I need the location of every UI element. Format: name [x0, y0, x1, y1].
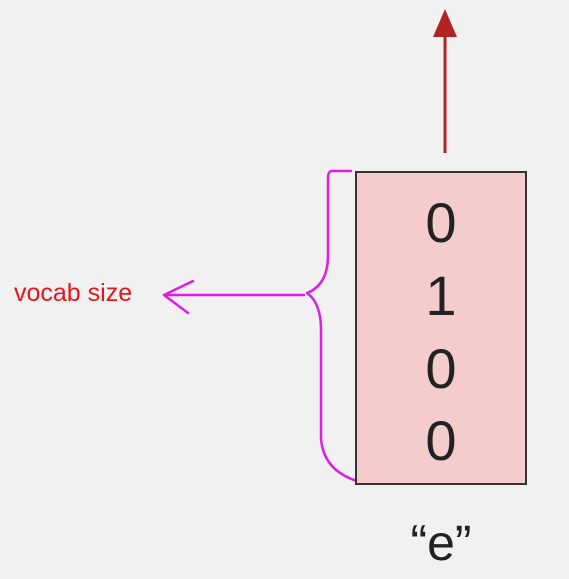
one-hot-vector: 0 1 0 0: [355, 171, 527, 485]
vocab-size-label: vocab size: [14, 279, 133, 307]
vector-cell-1: 1: [425, 264, 457, 327]
output-arrow-head: [433, 9, 457, 37]
vector-cell-3: 0: [425, 409, 457, 472]
vocab-size-brace: [305, 169, 359, 483]
vector-cell-0: 0: [425, 191, 457, 254]
output-arrow: [433, 9, 457, 153]
vector-cell-2: 0: [425, 337, 457, 400]
token-label: “e”: [410, 515, 472, 571]
vocab-size-arrow-head: [162, 279, 195, 315]
vocab-size-arrow: [162, 279, 306, 315]
